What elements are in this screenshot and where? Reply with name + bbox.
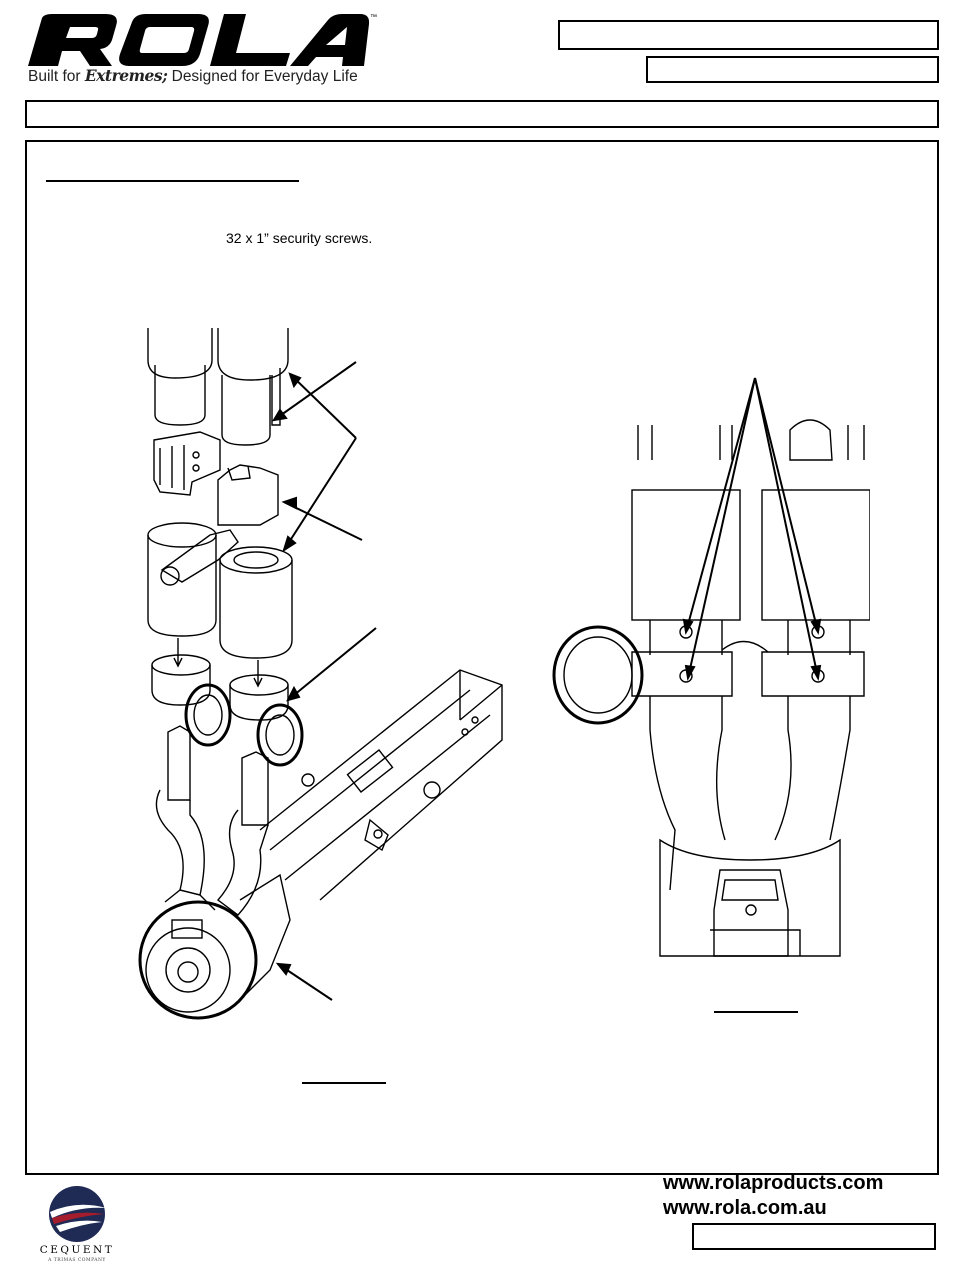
rola-logo xyxy=(28,14,378,86)
website-link-rola-au[interactable]: www.rola.com.au xyxy=(663,1197,827,1219)
tagline-suffix: Designed for Everyday Life xyxy=(167,68,358,85)
section-title-box xyxy=(25,100,939,128)
document-code-box xyxy=(692,1223,936,1250)
cequent-company-subtitle: A TRIMAS COMPANY xyxy=(48,1258,106,1263)
website-link-rolaproducts[interactable]: www.rolaproducts.com xyxy=(663,1172,884,1194)
figure-1-label-underline xyxy=(302,1082,386,1084)
trademark-symbol: ™ xyxy=(370,14,377,21)
figure-2-label-underline xyxy=(714,1011,798,1013)
detail-view-figure xyxy=(550,370,871,970)
instructions-frame xyxy=(25,140,939,1175)
cequent-globe-icon xyxy=(49,1186,106,1242)
product-name-box xyxy=(558,20,939,50)
part-number-box xyxy=(646,56,939,83)
tagline-extreme: Extremes; xyxy=(84,66,168,85)
tagline-prefix: Built for xyxy=(28,68,85,85)
cequent-logo xyxy=(32,1182,122,1248)
screws-instruction-text: 32 x 1” security screws. xyxy=(226,230,373,246)
step-heading-underline xyxy=(46,180,299,182)
brand-tagline: Built for Extremes; Designed for Everyda… xyxy=(28,66,358,86)
rola-logo-mark xyxy=(28,14,370,66)
cequent-company-name: CEQUENT xyxy=(39,1244,115,1256)
exploded-assembly-figure xyxy=(120,320,520,1040)
